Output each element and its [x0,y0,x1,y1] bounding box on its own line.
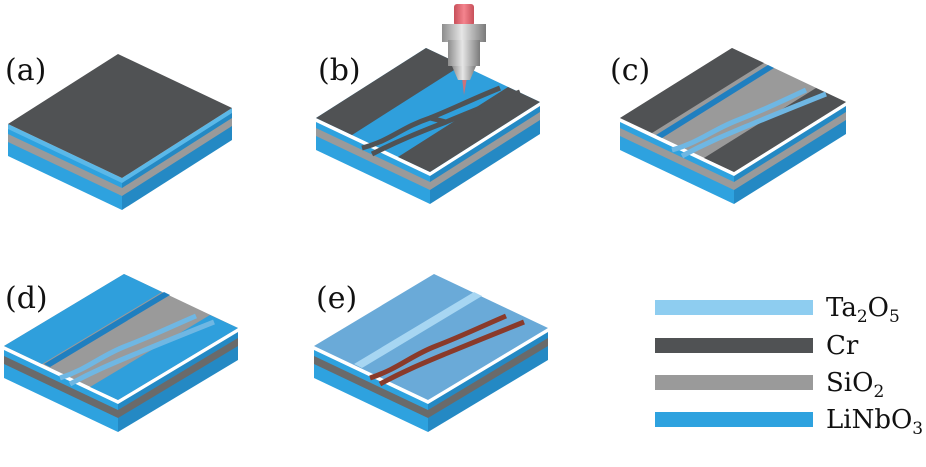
tool-body-top [442,24,486,42]
sio2-top [620,48,846,172]
ta2o5-stripe [8,108,232,183]
waveguide-pattern [59,313,215,387]
panel-a: (a) [5,53,232,210]
panel-d-label: (d) [5,281,48,316]
legend-swatch-cr [655,338,813,353]
tool-cap [454,4,474,26]
cr-top [8,54,232,178]
waveguide-pattern [671,87,827,159]
panel-b-label: (b) [318,53,361,88]
waveguide-pattern [369,313,525,387]
panel-e: (e) [314,274,548,432]
legend-swatch-linbo3 [655,412,813,427]
panel-d: (d) [4,274,238,432]
ta2o5-trench [354,292,482,368]
ta2o5-edge [44,292,170,367]
cr-strip-lower [704,88,846,172]
sio2-top [4,274,238,400]
tool-nozzle [452,66,476,80]
ta2o5-cladding-top [314,274,548,400]
linbo3-top-upper [4,274,162,364]
panel-a-label: (a) [5,53,46,88]
panel-c-label: (c) [610,53,650,88]
legend-label-ta2o5: Ta2O5 [826,293,900,327]
cr-strip-upper [316,48,462,135]
cr-strip-lower [398,87,540,172]
legend-swatch-sio2 [655,375,813,390]
linbo3-top-lower [90,315,238,400]
cr-strip-upper [620,48,764,133]
sio2-stripe [620,112,846,190]
panel-b: (b) [316,4,540,204]
exposed-top [316,48,540,172]
panel-c: (c) [610,48,846,204]
waveguide-pattern [361,85,521,157]
tool-body [448,40,480,66]
legend-label-sio2: SiO2 [826,368,884,402]
ta2o5-edge [656,65,774,138]
legend-label-cr: Cr [826,331,859,361]
panel-e-label: (e) [316,281,357,316]
sio2-stripe [8,118,232,196]
legend-swatch-ta2o5 [655,300,813,315]
legend: Ta2O5 Cr SiO2 LiNbO3 [655,293,923,439]
sio2-stripe [316,112,540,190]
legend-label-linbo3: LiNbO3 [826,405,923,439]
